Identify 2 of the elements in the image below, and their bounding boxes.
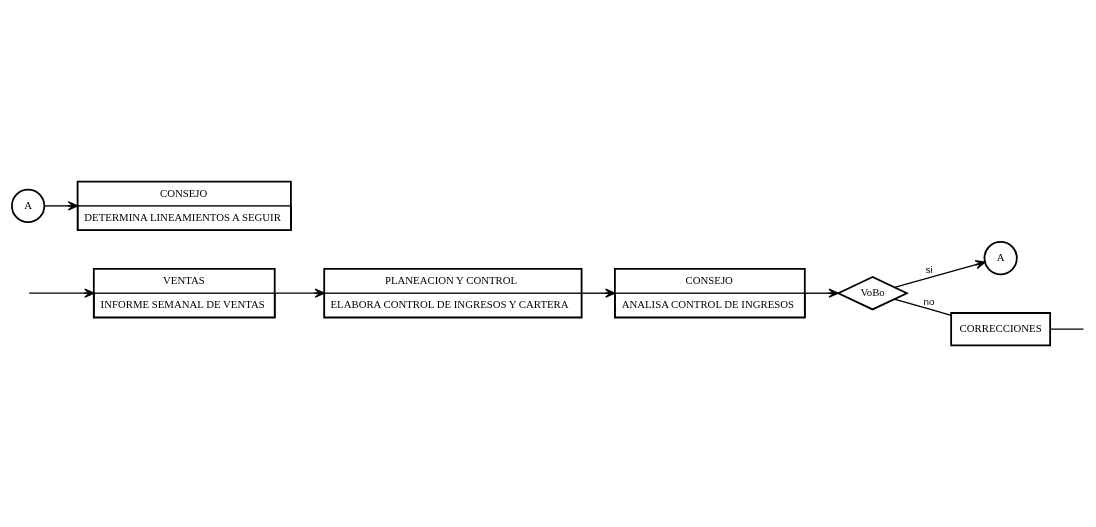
edge-label: si [925, 264, 933, 276]
edge-label: no [923, 295, 935, 307]
